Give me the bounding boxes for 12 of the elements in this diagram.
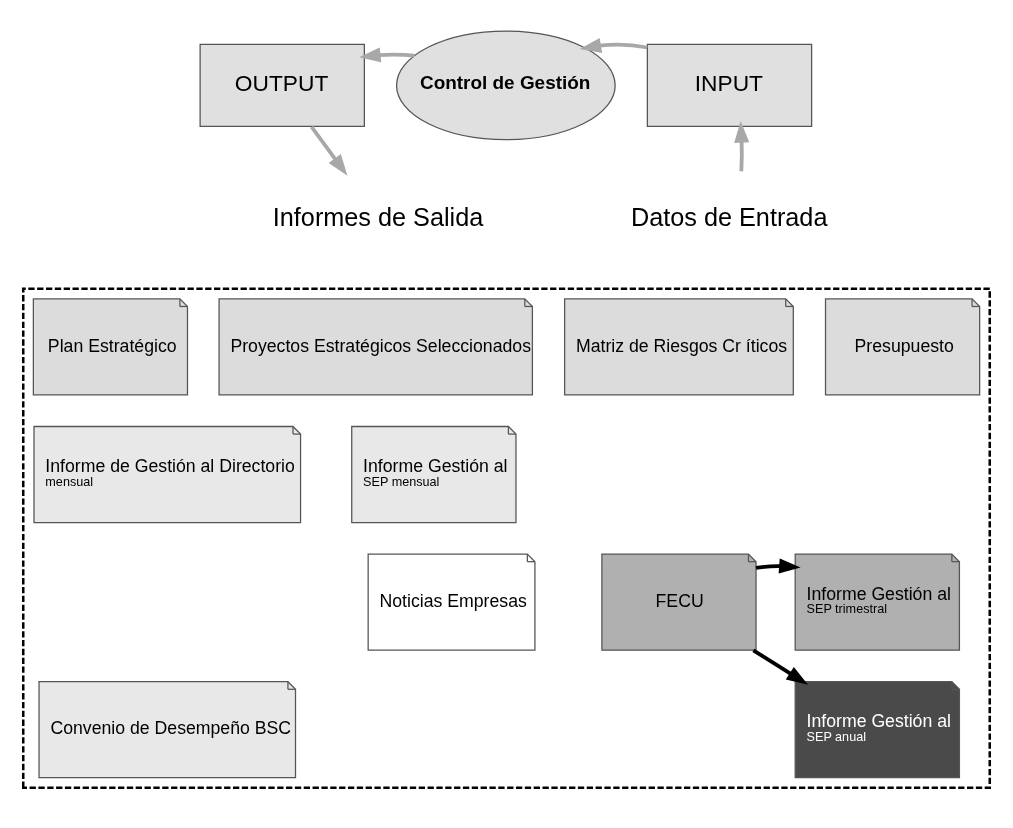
arrow xyxy=(752,648,808,685)
arrow xyxy=(755,558,801,574)
node-ellipse: Control de Gestión xyxy=(395,29,616,140)
arrow xyxy=(579,37,648,53)
arrow xyxy=(359,47,415,62)
arrow xyxy=(310,125,348,176)
node-text: Datos de Entrada xyxy=(630,202,828,231)
arrow xyxy=(734,120,750,171)
node-box: INPUT xyxy=(646,43,813,127)
cluster xyxy=(21,287,992,789)
node-box: OUTPUT xyxy=(199,43,365,127)
node-text: Informes de Salida xyxy=(272,202,484,231)
